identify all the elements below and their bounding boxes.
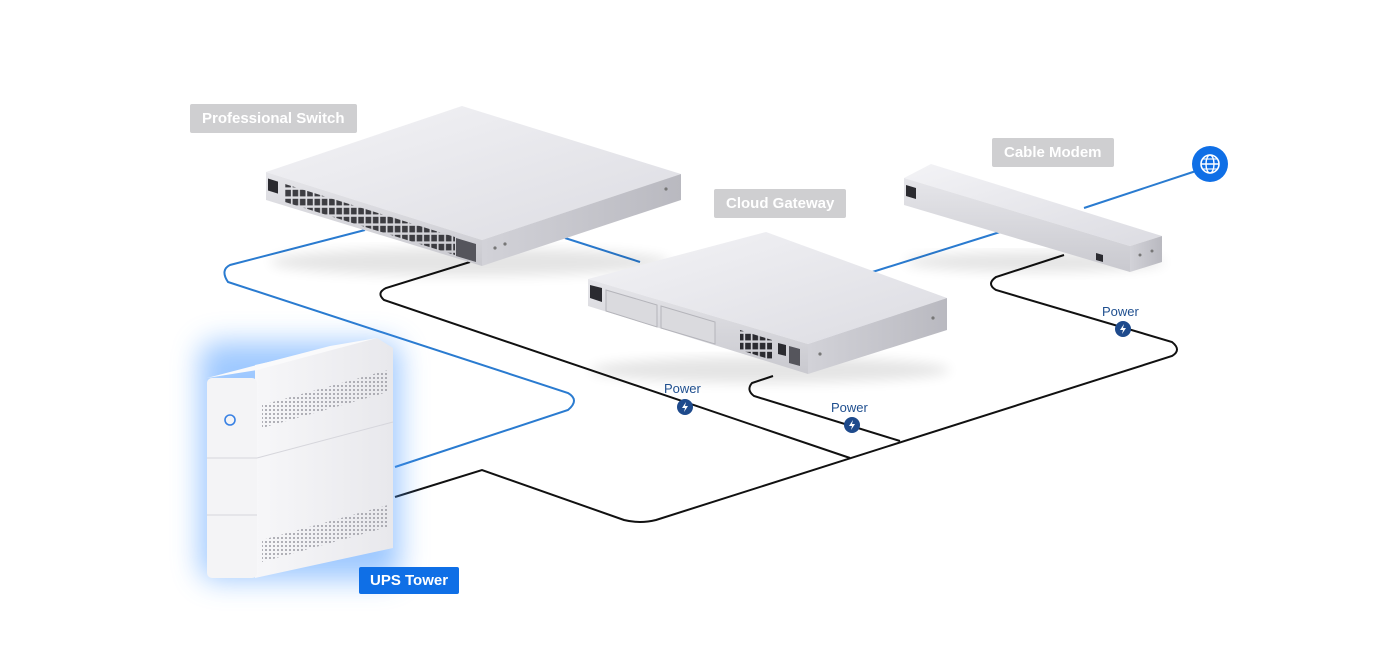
- cable-modem[interactable]: [904, 164, 1165, 272]
- network-cables: [223, 170, 1197, 468]
- gateway-drive-bay-1: [605, 289, 658, 328]
- ups-vent-bottom: [262, 505, 388, 562]
- switch-top: [266, 106, 681, 240]
- gateway-top: [588, 232, 947, 344]
- modem-side: [1130, 236, 1162, 272]
- power-label-gateway: Power: [831, 400, 868, 415]
- power-label-modem: Power: [1102, 304, 1139, 319]
- professional-switch[interactable]: [266, 106, 681, 276]
- modem-top: [904, 164, 1162, 246]
- power-cables: [379, 254, 1178, 523]
- globe-icon: [1192, 146, 1228, 182]
- gateway-ports: [740, 330, 772, 360]
- switch-ports: [285, 184, 455, 255]
- ups-power-button[interactable]: [224, 414, 236, 426]
- professional-switch-label: Professional Switch: [190, 104, 357, 133]
- cloud-gateway[interactable]: [588, 232, 950, 383]
- power-badge-gateway: [844, 417, 860, 433]
- cable-switch-to-ups: [223, 229, 575, 468]
- power-badge-switch: [677, 399, 693, 415]
- cloud-gateway-label: Cloud Gateway: [714, 189, 847, 218]
- power-cable-switch: [379, 261, 851, 459]
- ups-tower-label: UPS Tower: [359, 567, 460, 594]
- lightning-bolt-icon: [849, 420, 855, 430]
- power-badge-modem: [1115, 321, 1131, 337]
- cable-modem-to-internet: [1083, 170, 1197, 209]
- modem-front: [904, 178, 1130, 272]
- lightning-bolt-icon: [1120, 324, 1126, 334]
- ups-tower[interactable]: [200, 338, 400, 580]
- gateway-drive-bay-2: [660, 305, 716, 345]
- power-label-switch: Power: [664, 381, 701, 396]
- gateway-side: [808, 298, 947, 374]
- ups-vent-top: [262, 370, 388, 428]
- ups-front: [207, 378, 257, 578]
- switch-side: [482, 174, 681, 266]
- lightning-bolt-icon: [682, 402, 688, 412]
- power-cable-gateway: [748, 375, 901, 442]
- cable-gateway-to-modem: [865, 231, 1001, 275]
- cable-modem-label: Cable Modem: [992, 138, 1114, 167]
- power-cable-modem: [394, 254, 1178, 523]
